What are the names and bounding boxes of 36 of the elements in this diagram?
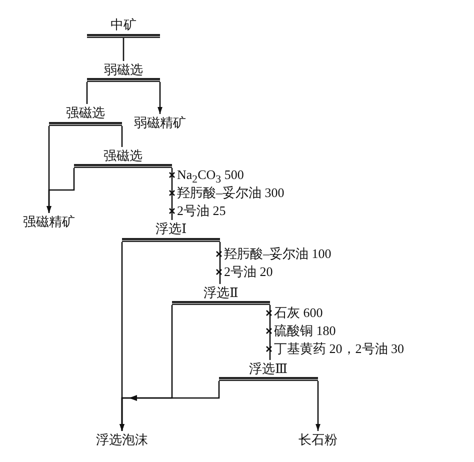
step-label: 浮选Ⅰ	[156, 221, 187, 237]
product-label: 长石粉	[298, 432, 338, 448]
reagent-label: 2号油 20	[224, 264, 273, 280]
arrow	[46, 168, 75, 213]
process-step	[122, 221, 220, 242]
flow-line	[219, 242, 221, 284]
flow-line	[121, 126, 123, 147]
step-label: 中矿	[110, 17, 136, 33]
flow-line	[269, 305, 271, 360]
reagent-label: 硫酸铜 180	[274, 323, 336, 339]
process-step	[87, 17, 160, 38]
arrow	[158, 82, 162, 114]
reagent-label: 石灰 600	[274, 305, 323, 321]
reagent-label: 羟肟酸–妥尔油 300	[177, 185, 284, 201]
flow-line	[122, 38, 124, 61]
product-label: 浮选泡沫	[96, 432, 148, 448]
arrow	[120, 242, 124, 431]
product-label: 弱磁精矿	[134, 115, 186, 131]
flow-line	[171, 168, 173, 220]
process-step	[49, 105, 122, 126]
reagent-label: Na$_{2}$CO$_{3}$ 500	[177, 167, 244, 186]
arrow	[316, 381, 320, 431]
process-step	[219, 361, 318, 381]
process-step	[74, 148, 172, 168]
flow-line	[86, 82, 88, 104]
process-step	[87, 62, 160, 82]
reagent-label: 丁基黄药 20，2号油 30	[274, 341, 404, 357]
reagent-label: 2号油 25	[177, 203, 226, 219]
step-label: 浮选Ⅱ	[204, 285, 238, 301]
step-label: 浮选Ⅲ	[249, 361, 288, 377]
product-label: 强磁精矿	[23, 214, 75, 230]
step-label: 弱磁选	[104, 62, 143, 78]
step-label: 强磁选	[66, 105, 105, 121]
reagent-label: 羟肟酸–妥尔油 100	[224, 246, 332, 262]
process-step	[172, 285, 270, 305]
step-label: 强磁选	[104, 148, 142, 164]
